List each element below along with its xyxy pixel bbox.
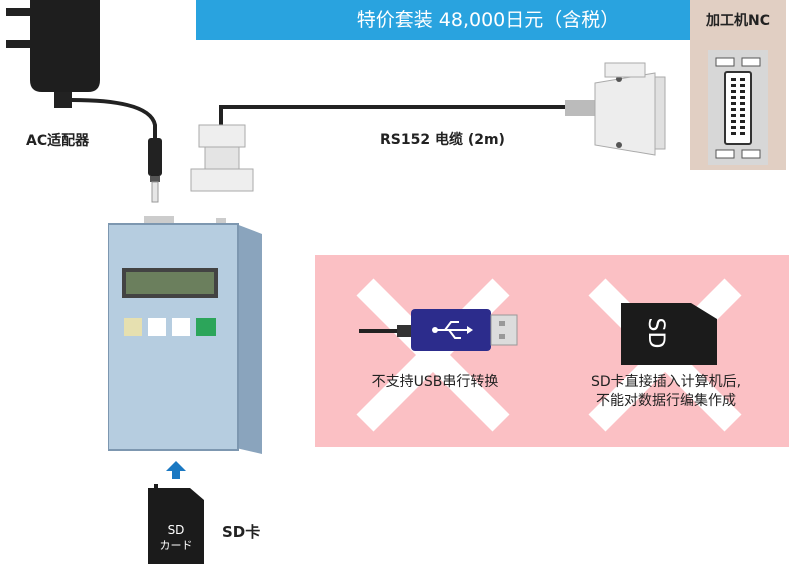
warning-panel: 不支持USB串行转换 SD SD卡直接插入计算机后, 不能对数据行编集作成 xyxy=(315,255,789,447)
sd-warning-text: SD卡直接插入计算机后, 不能对数据行编集作成 xyxy=(561,373,771,411)
ac-adapter-icon xyxy=(6,0,162,203)
nc-machine-label: 加工机NC xyxy=(706,13,770,29)
sd-card-label: SD卡 xyxy=(222,523,261,541)
cross-icon xyxy=(356,278,510,432)
cable-label: RS152 电缆 (2m) xyxy=(380,132,505,148)
usb-cable-icon xyxy=(359,309,518,351)
ac-adapter-label: AC适配器 xyxy=(26,133,90,149)
sd-card-text-2: カード xyxy=(160,539,193,552)
data-device xyxy=(108,216,262,454)
sd-card-large-text: SD xyxy=(643,318,668,349)
usb-warning-label: 不支持USB串行转换 xyxy=(371,374,499,390)
nc-machine-panel: 加工机NC xyxy=(690,0,786,170)
sd-card-text-1: SD xyxy=(168,523,185,537)
sd-card-large-icon: SD xyxy=(621,303,717,365)
price-banner-text: 特价套装 48,000日元（含税） xyxy=(356,9,620,31)
rs-cable-icon xyxy=(190,62,666,192)
sd-warning-line-2: 不能对数据行编集作成 xyxy=(596,393,736,409)
price-banner: 特价套装 48,000日元（含税） xyxy=(196,0,780,40)
sd-card-icon: SD カード xyxy=(148,484,204,564)
insert-arrow-icon xyxy=(166,461,186,479)
nc-connector-icon xyxy=(708,50,768,165)
sd-warning-line-1: SD卡直接插入计算机后, xyxy=(590,374,742,390)
